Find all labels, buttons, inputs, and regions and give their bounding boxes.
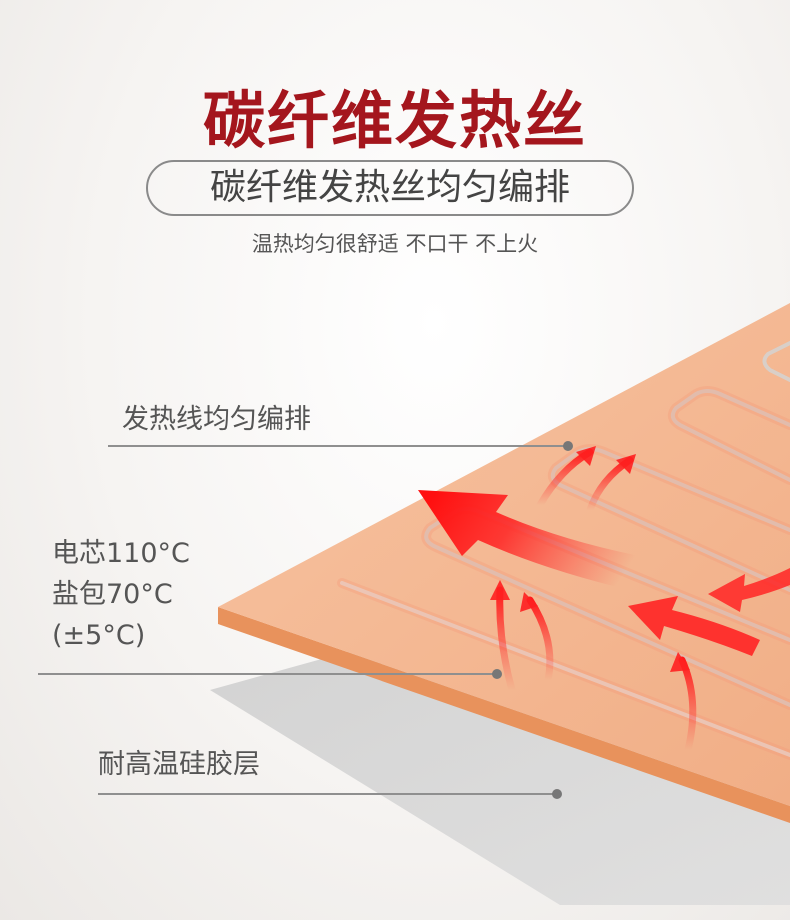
callout-wire-leader (108, 445, 568, 447)
callout-temp-label: 电芯110°C 盐包70°C (±5°C) (52, 533, 190, 656)
callout-temp-dot (492, 669, 502, 679)
callout-temp-leader (38, 673, 498, 675)
pad-surface (218, 303, 790, 806)
callout-wire-dot (563, 441, 573, 451)
pad-shadow (210, 640, 790, 905)
heat-arrow-right-1 (628, 596, 760, 656)
big-heat-arrow (418, 490, 640, 590)
callout-silicone-label: 耐高温硅胶层 (98, 749, 260, 780)
tagline: 温热均匀很舒适 不口干 不上火 (251, 232, 539, 256)
callout-wire-label: 发热线均匀编排 (122, 404, 311, 435)
subtitle-pill: 碳纤维发热丝均匀编排 (146, 160, 634, 216)
callout-silicone-dot (552, 789, 562, 799)
temp-line-salt: 盐包70°C (52, 579, 173, 610)
temp-line-core: 电芯110°C (52, 538, 190, 569)
temp-line-tolerance: (±5°C) (52, 620, 146, 651)
page-title: 碳纤维发热丝 (202, 84, 587, 157)
heat-arrow-right-2 (708, 568, 790, 612)
pad-edge (218, 607, 790, 823)
callout-silicone-leader (98, 793, 556, 795)
